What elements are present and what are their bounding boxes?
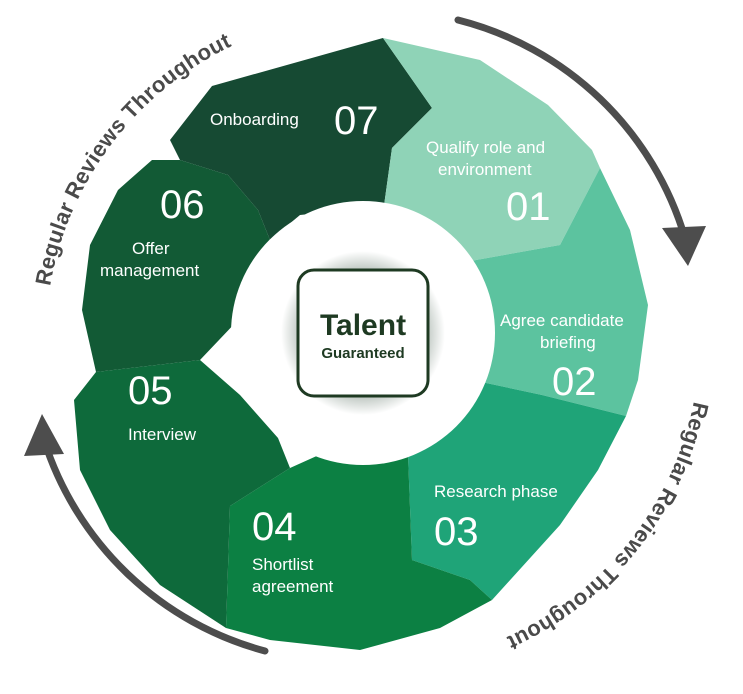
center-title: Talent: [320, 309, 406, 342]
step-06-label-line1: Offer: [132, 239, 170, 258]
cycle-arrow-bottom-left: [40, 436, 269, 655]
step-07-label: Onboarding: [210, 110, 299, 129]
step-04-number: 04: [252, 505, 297, 549]
step-06-label-line2: management: [100, 261, 200, 280]
step-07-number: 07: [334, 99, 379, 143]
step-01-label-line2: environment: [438, 160, 532, 179]
segment-03: [408, 380, 626, 600]
step-03-label: Research phase: [434, 482, 558, 501]
step-02-label-line1: Agree candidate: [500, 311, 624, 330]
segment-01: [382, 38, 600, 262]
segment-05: [74, 360, 290, 628]
step-04-label-line2: agreement: [252, 577, 334, 596]
step-03-number: 03: [434, 510, 479, 554]
cycle-arrow-top-right-head: [662, 226, 706, 266]
step-01-number: 01: [506, 185, 551, 229]
segment-07: [170, 38, 432, 240]
step-04-label-line1: Shortlist: [252, 555, 314, 574]
step-02-label-line2: briefing: [540, 333, 596, 352]
cycle-segments: [74, 38, 648, 650]
center-box: [296, 268, 430, 398]
cycle-arrow-top-right: [454, 16, 689, 242]
segment-02: [465, 168, 648, 416]
step-02-number: 02: [552, 360, 597, 404]
step-01-label-line1: Qualify role and: [426, 138, 545, 157]
step-06-number: 06: [160, 183, 205, 227]
segment-04: [226, 438, 492, 650]
center-subtitle: Guaranteed: [321, 345, 404, 362]
cycle-arrow-bottom-left-head: [24, 414, 64, 456]
segment-06: [82, 160, 270, 372]
step-05-number: 05: [128, 369, 173, 413]
step-05-label: Interview: [128, 425, 197, 444]
